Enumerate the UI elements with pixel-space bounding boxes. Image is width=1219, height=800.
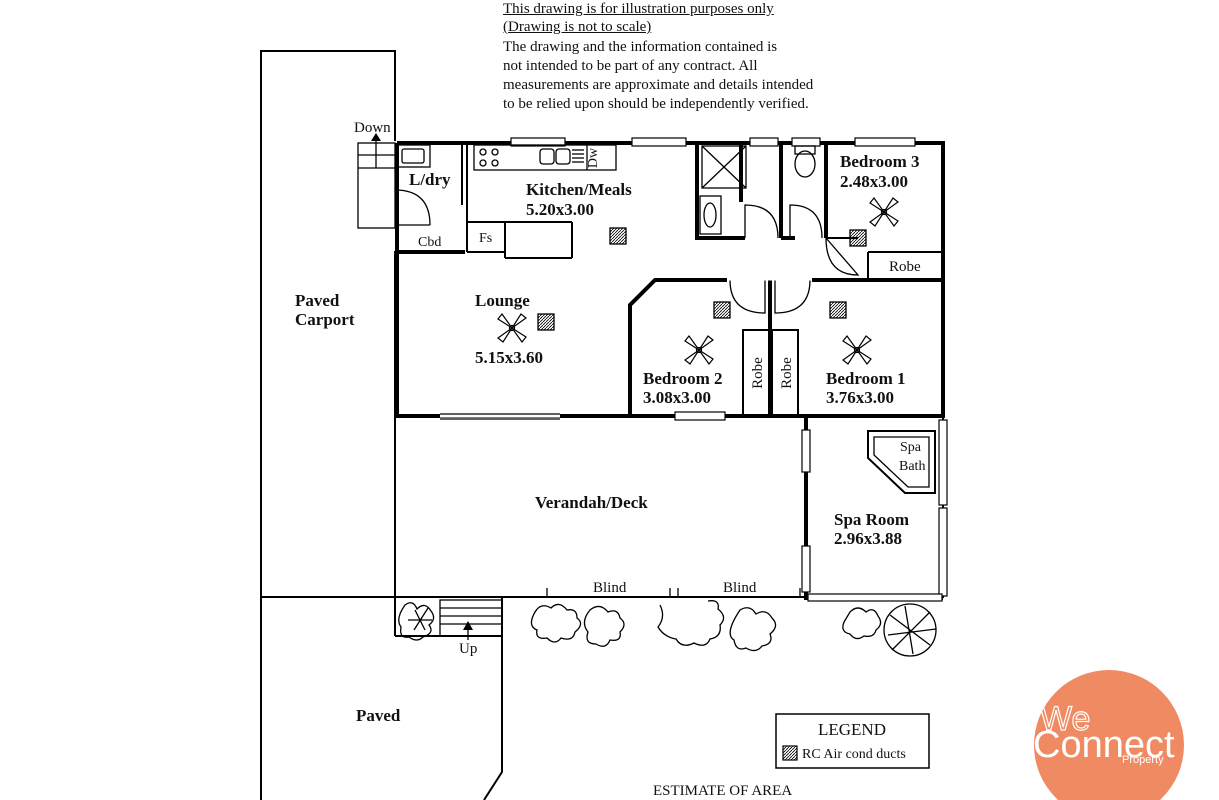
legend-title: LEGEND: [818, 720, 886, 739]
up-steps: [439, 599, 503, 640]
disclaimer-text-1: The drawing and the information containe…: [503, 39, 778, 55]
carport-label-1: Paved: [295, 291, 340, 310]
spa-room-size: 2.96x3.88: [834, 529, 902, 548]
bedroom3-robe-label: Robe: [889, 259, 921, 275]
lounge-name: Lounge: [475, 291, 530, 310]
bedroom2-name: Bedroom 2: [643, 369, 723, 388]
spa-bath: [867, 430, 936, 494]
logo-text-property: Property: [1122, 754, 1164, 766]
aircon-duct-icon: [782, 745, 798, 761]
blind-label-2: Blind: [723, 580, 757, 596]
bedroom3-size: 2.48x3.00: [840, 172, 908, 191]
down-label: Down: [354, 120, 391, 136]
aircon-duct-icon: [829, 301, 847, 319]
blind-label-1: Blind: [593, 580, 627, 596]
carport-outline: [260, 50, 805, 800]
kitchen-name: Kitchen/Meals: [526, 180, 632, 199]
spa-bath-label-1: Spa: [900, 440, 922, 455]
logo-text-connect: Connect: [1033, 724, 1175, 766]
disclaimer-scale: (Drawing is not to scale): [503, 19, 652, 35]
garden-shrubs: [398, 600, 937, 657]
kitchen-fixtures: [396, 144, 617, 205]
disclaimer-illustration: This drawing is for illustration purpose…: [503, 1, 774, 17]
cupboard-label: Cbd: [418, 235, 441, 250]
doors: [394, 189, 860, 314]
logo-text-we: We: [1040, 700, 1090, 738]
lounge-size: 5.15x3.60: [475, 348, 543, 367]
legend: LEGEND RC Air cond ducts: [775, 713, 930, 769]
verandah-name: Verandah/Deck: [535, 493, 648, 512]
spa-bath-label-2: Bath: [899, 459, 925, 474]
legend-item: RC Air cond ducts: [802, 747, 906, 762]
bathroom-fixtures: [699, 145, 816, 235]
bedroom1-robe-label: Robe: [779, 357, 795, 389]
aircon-duct-icon: [849, 229, 867, 247]
laundry-label: L/dry: [409, 170, 451, 189]
bedroom2-size: 3.08x3.00: [643, 388, 711, 407]
ceiling-fan-icon: [842, 335, 872, 365]
spa-room-name: Spa Room: [834, 510, 909, 529]
fridge-space-label: Fs: [479, 231, 492, 246]
ceiling-fan-icon: [497, 313, 527, 343]
up-label: Up: [459, 641, 477, 657]
windows: [440, 137, 948, 602]
dishwasher-label: Dw: [586, 147, 601, 168]
paved-label: Paved: [356, 706, 401, 725]
estimate-of-area: ESTIMATE OF AREA: [653, 783, 792, 799]
ceiling-fan-icon: [869, 197, 899, 227]
bedroom1-name: Bedroom 1: [826, 369, 906, 388]
disclaimer-text-2: not intended to be part of any contract.…: [503, 58, 758, 74]
disclaimer-text-3: measurements are approximate and details…: [503, 77, 814, 93]
ceiling-fan-icon: [684, 335, 714, 365]
carport-label-2: Carport: [295, 310, 355, 329]
bedroom3-name: Bedroom 3: [840, 152, 920, 171]
entry-steps: [357, 133, 396, 229]
disclaimer-text-4: to be relied upon should be independentl…: [503, 96, 809, 112]
aircon-duct-icon: [609, 227, 627, 245]
kitchen-size: 5.20x3.00: [526, 200, 594, 219]
aircon-duct-icon: [537, 313, 555, 331]
bedroom2-robe-label: Robe: [750, 357, 766, 389]
verandah-blinds: [546, 588, 801, 597]
we-connect-logo: We Connect Property: [1033, 670, 1184, 800]
aircon-duct-icon: [713, 301, 731, 319]
bedroom1-size: 3.76x3.00: [826, 388, 894, 407]
